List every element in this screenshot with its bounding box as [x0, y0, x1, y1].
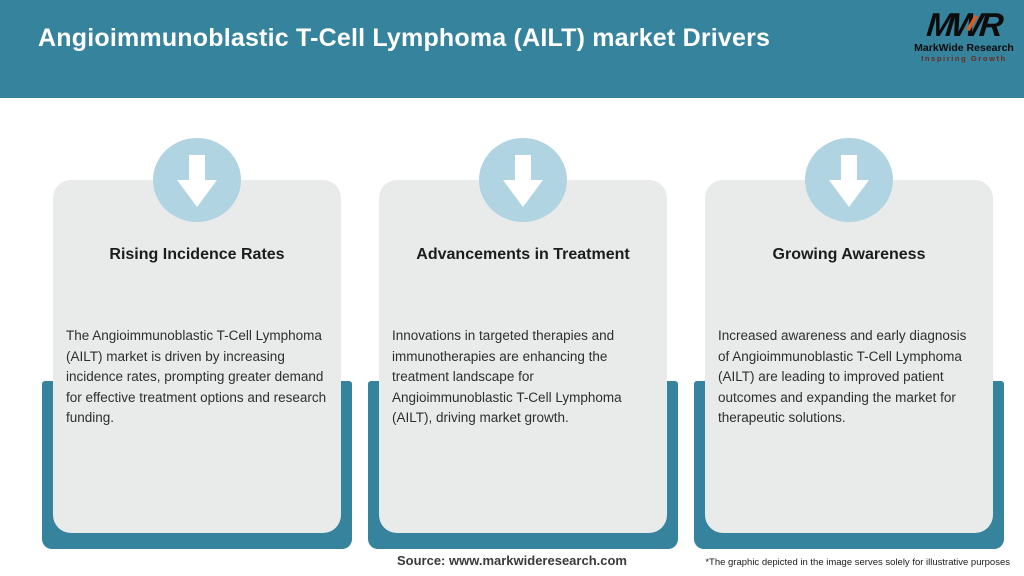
- driver-card-rising-incidence: Rising Incidence Rates The Angioimmunobl…: [42, 138, 352, 550]
- down-arrow-icon: [153, 138, 241, 222]
- card-body: Advancements in Treatment Innovations in…: [379, 180, 667, 533]
- card-body: Growing Awareness Increased awareness an…: [705, 180, 993, 533]
- markwide-research-logo: MWR MarkWide Research Inspiring Growth: [914, 6, 1014, 63]
- header-bar: Angioimmunoblastic T-Cell Lymphoma (AILT…: [0, 0, 1024, 98]
- down-arrow-icon: [479, 138, 567, 222]
- logo-company-name: MarkWide Research: [914, 42, 1014, 54]
- card-title: Rising Incidence Rates: [109, 246, 285, 263]
- card-description: Innovations in targeted therapies and im…: [392, 328, 622, 426]
- disclaimer-note: *The graphic depicted in the image serve…: [705, 557, 1010, 568]
- down-arrow-icon: [805, 138, 893, 222]
- card-description: Increased awareness and early diagnosis …: [718, 328, 967, 426]
- logo-acronym-text: MWR: [925, 6, 1003, 43]
- logo-acronym: MWR: [925, 6, 1003, 43]
- source-attribution: Source: www.markwideresearch.com: [396, 553, 627, 568]
- card-description: The Angioimmunoblastic T-Cell Lymphoma (…: [66, 328, 327, 426]
- card-title: Growing Awareness: [772, 246, 926, 263]
- logo-tagline: Inspiring Growth: [921, 54, 1007, 63]
- driver-card-growing-awareness: Growing Awareness Increased awareness an…: [694, 138, 1004, 550]
- driver-card-advancements: Advancements in Treatment Innovations in…: [368, 138, 678, 550]
- card-body: Rising Incidence Rates The Angioimmunobl…: [53, 180, 341, 533]
- page-title: Angioimmunoblastic T-Cell Lymphoma (AILT…: [38, 24, 771, 52]
- card-title: Advancements in Treatment: [416, 246, 630, 263]
